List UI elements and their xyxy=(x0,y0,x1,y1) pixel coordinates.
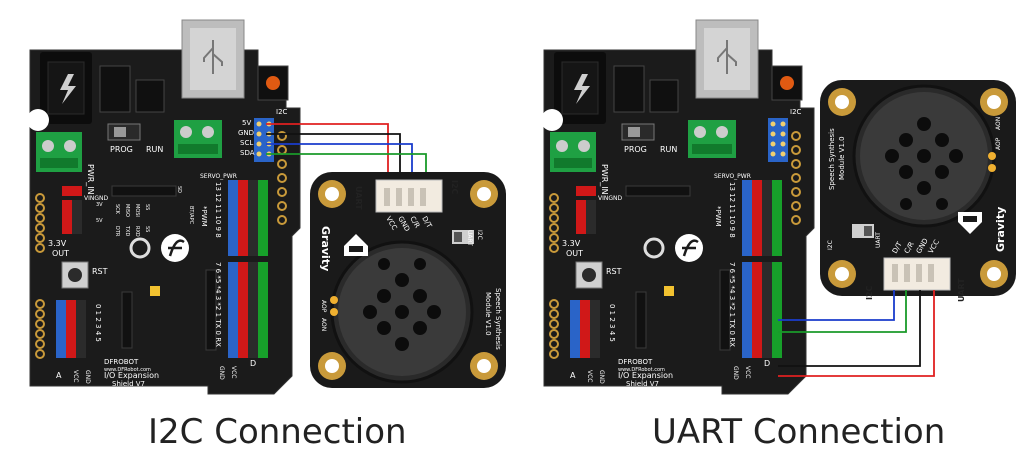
svg-text:D: D xyxy=(250,359,256,368)
board-left-labels: 5V GND SCL SDA I2C PWR_IN PROG RUN SERVO… xyxy=(48,108,288,388)
svg-text:I2C: I2C xyxy=(476,230,483,240)
svg-text:UART: UART xyxy=(466,230,473,246)
svg-text:GND: GND xyxy=(732,366,739,380)
svg-text:3.3V: 3.3V xyxy=(562,239,581,248)
svg-text:RUN: RUN xyxy=(146,145,163,154)
svg-text:PWR_IN: PWR_IN xyxy=(86,164,95,195)
svg-text:VINGND: VINGND xyxy=(84,195,109,202)
wiring-diagram: 5V GND SCL SDA I2C PWR_IN PROG RUN SERVO… xyxy=(25,18,1018,396)
svg-text:I2C: I2C xyxy=(276,108,288,116)
wire-i2c-gnd-black xyxy=(266,133,401,186)
svg-text:Gravity: Gravity xyxy=(319,226,332,271)
svg-text:VCC: VCC xyxy=(586,370,593,382)
svg-text:UART: UART xyxy=(957,278,966,302)
svg-text:OUT: OUT xyxy=(52,249,69,258)
svg-text:I/O Expansion: I/O Expansion xyxy=(618,371,673,380)
wire-uart-vcc-red xyxy=(778,290,935,377)
svg-text:SS: SS xyxy=(144,226,150,232)
svg-text:RST: RST xyxy=(92,267,108,276)
svg-text:I2C: I2C xyxy=(827,240,834,250)
svg-text:AON: AON xyxy=(995,117,1002,130)
wire-i2c-vcc-red xyxy=(266,123,389,186)
svg-text:PROG: PROG xyxy=(110,145,133,154)
svg-text:Shield V7: Shield V7 xyxy=(112,380,145,388)
svg-text:Speech Synthesis: Speech Synthesis xyxy=(828,128,836,190)
svg-text:DFROBOT: DFROBOT xyxy=(104,358,139,366)
svg-text:OUT: OUT xyxy=(566,249,583,258)
svg-text:GND: GND xyxy=(598,370,605,384)
svg-text:GND: GND xyxy=(84,370,91,384)
wire-uart-cr-green xyxy=(778,290,907,333)
svg-text:SERVO_PWR: SERVO_PWR xyxy=(200,173,237,180)
svg-text:AOP: AOP xyxy=(320,300,327,313)
svg-text:A: A xyxy=(56,371,62,380)
svg-text:0 1 2 3 4 5: 0 1 2 3 4 5 xyxy=(94,304,102,342)
svg-text:RUN: RUN xyxy=(660,145,677,154)
svg-text:*PWM: *PWM xyxy=(714,206,722,227)
svg-text:PWR_IN: PWR_IN xyxy=(600,164,609,195)
svg-text:I2C: I2C xyxy=(450,180,459,195)
svg-text:UART: UART xyxy=(875,232,882,248)
svg-text:SCK: SCK xyxy=(114,204,120,215)
svg-text:SS: SS xyxy=(144,204,150,210)
svg-text:RXD: RXD xyxy=(134,226,140,237)
svg-text:VCC: VCC xyxy=(230,366,237,378)
svg-text:PROG: PROG xyxy=(624,145,647,154)
svg-text:*PWM: *PWM xyxy=(200,206,208,227)
wire-uart-gnd-black xyxy=(778,290,921,367)
svg-text:7 6 *5 *4 3 *2 1 TX 0 RX: 7 6 *5 *4 3 *2 1 TX 0 RX xyxy=(728,262,736,347)
svg-text:MISO: MISO xyxy=(124,204,130,217)
svg-text:BT/APC: BT/APC xyxy=(188,206,194,225)
svg-text:7 6 *5 *4 3 *2 1 TX 0 RX: 7 6 *5 *4 3 *2 1 TX 0 RX xyxy=(214,262,222,347)
svg-text:GND: GND xyxy=(218,366,225,380)
svg-text:Speech Synthesis: Speech Synthesis xyxy=(494,288,502,350)
svg-text:www.DFRobot.com: www.DFRobot.com xyxy=(104,367,151,373)
svg-text:13 12 11 10 9 8: 13 12 11 10 9 8 xyxy=(728,182,736,238)
svg-text:MOSI: MOSI xyxy=(134,204,140,217)
svg-text:www.DFRobot.com: www.DFRobot.com xyxy=(618,367,665,373)
svg-text:5V: 5V xyxy=(242,119,251,127)
svg-text:SD: SD xyxy=(176,186,182,193)
svg-text:0 1 2 3 4 5: 0 1 2 3 4 5 xyxy=(608,304,616,342)
svg-text:UART: UART xyxy=(354,186,363,210)
svg-text:3V: 3V xyxy=(96,202,103,208)
svg-text:Module V1.0: Module V1.0 xyxy=(484,292,492,336)
svg-text:TXD: TXD xyxy=(124,225,130,236)
svg-text:RST: RST xyxy=(606,267,622,276)
svg-text:A: A xyxy=(570,371,576,380)
svg-text:GND: GND xyxy=(238,129,254,137)
svg-text:I/O Expansion: I/O Expansion xyxy=(104,371,159,380)
wire-uart-dt-blue xyxy=(778,290,895,321)
svg-text:Module V1.0: Module V1.0 xyxy=(838,136,846,180)
svg-text:VCC: VCC xyxy=(744,366,751,378)
svg-text:DFROBOT: DFROBOT xyxy=(618,358,653,366)
caption-uart-connection: UART Connection xyxy=(652,412,946,452)
svg-text:Shield V7: Shield V7 xyxy=(626,380,659,388)
caption-i2c-connection: I2C Connection xyxy=(148,412,407,452)
svg-text:SCL: SCL xyxy=(240,139,253,147)
svg-text:AOP: AOP xyxy=(995,137,1002,150)
svg-text:DTR: DTR xyxy=(114,226,120,237)
svg-text:VINGND: VINGND xyxy=(598,195,623,202)
svg-text:5V: 5V xyxy=(96,218,103,224)
svg-text:SDA: SDA xyxy=(240,149,255,157)
svg-text:3.3V: 3.3V xyxy=(48,239,67,248)
svg-text:13 12 11 10 9 8: 13 12 11 10 9 8 xyxy=(214,182,222,238)
svg-text:I2C: I2C xyxy=(865,285,874,300)
svg-text:I2C: I2C xyxy=(790,108,802,116)
svg-text:SERVO_PWR: SERVO_PWR xyxy=(714,173,751,180)
svg-text:Gravity: Gravity xyxy=(994,207,1007,252)
svg-text:VCC: VCC xyxy=(72,370,79,382)
board-right-labels: PWR_IN PROG RUN SERVO_PWR VINGND 3.3V OU… xyxy=(562,108,802,388)
svg-text:AON: AON xyxy=(320,318,327,331)
svg-text:D: D xyxy=(764,359,770,368)
